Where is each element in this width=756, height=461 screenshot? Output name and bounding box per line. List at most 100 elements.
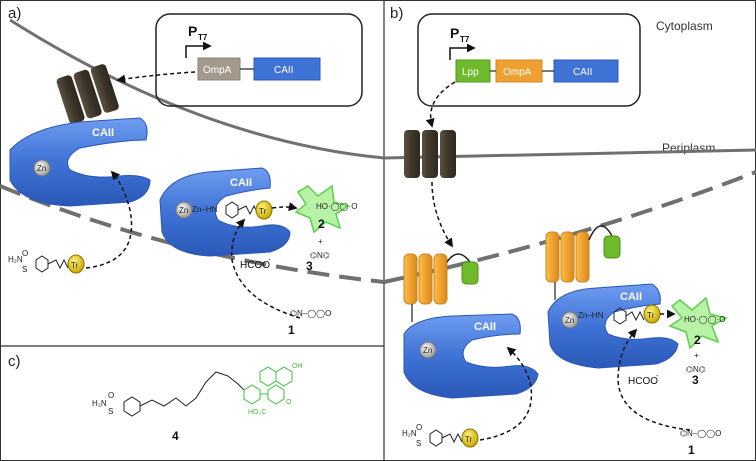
tr-catalyst-ligand-a [67, 254, 85, 274]
arrow-ligand-to-caii-b [479, 346, 533, 441]
zn-label-a-left: Zn [37, 164, 46, 173]
plus-b: + [694, 351, 699, 360]
tr-label-ligand-b: Tr [465, 435, 473, 444]
inner-membrane-a [9, 18, 385, 160]
cpd4-co2h: HO₂C [248, 409, 266, 416]
cpd4-amide2 [227, 375, 245, 391]
barrel-b2 [422, 130, 438, 178]
cpd4-o-keto: O [286, 399, 292, 406]
cpd-1-structure-a: ⌬N–◯◯O [290, 309, 331, 318]
arrow-ligand-to-caii-a [85, 170, 133, 269]
ompa-helix-2a [545, 231, 560, 283]
zn-atom-b-right [561, 311, 579, 329]
plasmid-a-outline [155, 13, 363, 107]
zn-label-b-left: Zn [423, 346, 432, 355]
hcoo-sup-b: - [656, 373, 659, 380]
cytoplasm-label: Cytoplasm [656, 19, 713, 33]
plasmid-b-outline [417, 13, 641, 107]
panel-label-b: b) [390, 5, 403, 22]
cpd-4-label: 4 [172, 429, 179, 443]
panel-label-a: a) [8, 5, 21, 22]
cpd4-benzene [123, 396, 141, 417]
cpd4-o1: O [108, 391, 114, 400]
promoter-a-sub: T7 [198, 33, 208, 42]
hcoo-label-b: HCOO [628, 376, 658, 387]
ompa-helix-1a [403, 253, 418, 305]
product-3-structure-a: ⌬N⌬ [310, 251, 330, 260]
cpd-1-label-b: 1 [688, 443, 695, 457]
tr-catalyst-a-mid [255, 200, 273, 220]
product-2-structure-b: HO·◯◯·O [684, 315, 725, 324]
zn-atom-b-left [419, 341, 437, 359]
tr-label-a-mid: Tr [259, 207, 267, 216]
ligand-o-b1: O [416, 423, 422, 432]
linker-b-right [625, 310, 645, 322]
panel-label-c: c) [8, 353, 21, 370]
lpp-ompa-anchor-2 [545, 225, 621, 300]
hcoo-label-a: HCOO [240, 260, 270, 271]
gene-ompa-a-label: OmpA [203, 65, 232, 76]
ompa-helix-1b [418, 253, 433, 305]
caii-shape-b-right [547, 283, 679, 369]
caii-empty-b: Zn CAII [403, 313, 539, 399]
caii-bound-b: Zn Zn–HN CAII Tr [547, 283, 679, 369]
promoter-a-p: P [188, 23, 197, 39]
translocon-b [404, 130, 456, 178]
gene-ompa-b-label: OmpA [503, 67, 532, 78]
ligand-h2n-a: H₂N [8, 255, 23, 264]
ompa-helix-1c [433, 253, 448, 305]
product-3-structure-b: ⌬N⌬ [686, 365, 706, 374]
cpd4-oh: OH [292, 363, 303, 370]
ligand-o-a1: O [22, 249, 28, 258]
plasmid-b: P T7 Lpp OmpA CAII [417, 13, 641, 107]
lpp-ompa-anchor-1 [403, 253, 479, 322]
cpd-1-label-a: 1 [288, 323, 295, 337]
hn-label-a-mid: Zn–HN [192, 205, 218, 214]
caii-label-a-left: CAII [92, 127, 114, 139]
product-2-structure-a: HO·◯◯·O [316, 202, 357, 211]
benzene-ligand-b [429, 429, 443, 447]
zn-atom-a-mid [175, 201, 193, 219]
caii-shape-a-mid [159, 167, 291, 257]
caii-label-a-mid: CAII [230, 177, 252, 189]
zn-label-a-mid: Zn [179, 206, 188, 215]
product-2-burst-a [294, 184, 350, 234]
caii-label-b-left: CAII [474, 321, 496, 333]
tr-label-b-right: Tr [647, 311, 655, 320]
cpd4-h2n: H₂N [92, 399, 107, 408]
caii-shape-a-left [9, 117, 151, 207]
hn-label-b-right: Zn–HN [578, 311, 604, 320]
cpd-3-label-b: 3 [692, 373, 699, 387]
ompa-helix-2b [560, 231, 575, 283]
promoter-b-arrow [449, 43, 476, 60]
linker-ligand-b [441, 432, 463, 444]
benzene-ligand-a [35, 255, 49, 273]
gene-caii-a-label: CAII [274, 65, 293, 76]
cpd4-fluorescein-ring2 [259, 366, 277, 387]
cpd-2-label-b: 2 [694, 333, 701, 347]
compound-4: H₂N O S HO₂C OH O 4 [92, 363, 303, 443]
lpp-loop-1 [446, 253, 471, 263]
tr-catalyst-ligand-b [461, 428, 479, 448]
arrow-to-2-a [271, 202, 298, 212]
cpd4-fluorescein-ring3 [275, 366, 293, 387]
ligand-s-b: S [416, 439, 421, 448]
product-2-burst-b [668, 296, 728, 350]
cpd4-fluorescein-ring4 [267, 384, 285, 405]
lpp-block-2 [603, 235, 621, 259]
cpd-3-label-a: 3 [306, 259, 313, 273]
cpd-2-label-a: 2 [318, 217, 325, 231]
zn-label-b-right: Zn [565, 316, 574, 325]
cpd4-pentyl-chain [185, 371, 229, 407]
tr-label-ligand-a: Tr [71, 261, 79, 270]
gene-lpp-label: Lpp [462, 67, 479, 78]
barrel-b3 [440, 130, 456, 178]
arrow-plasmid-to-translocon-b [425, 81, 456, 128]
cpd4-ethyl-amide [139, 397, 187, 407]
promoter-b-sub: T7 [460, 35, 470, 44]
ligand-s-a: S [22, 265, 27, 274]
benzene-b-right [613, 307, 627, 325]
cpd4-fluorescein-ring1 [243, 384, 261, 405]
